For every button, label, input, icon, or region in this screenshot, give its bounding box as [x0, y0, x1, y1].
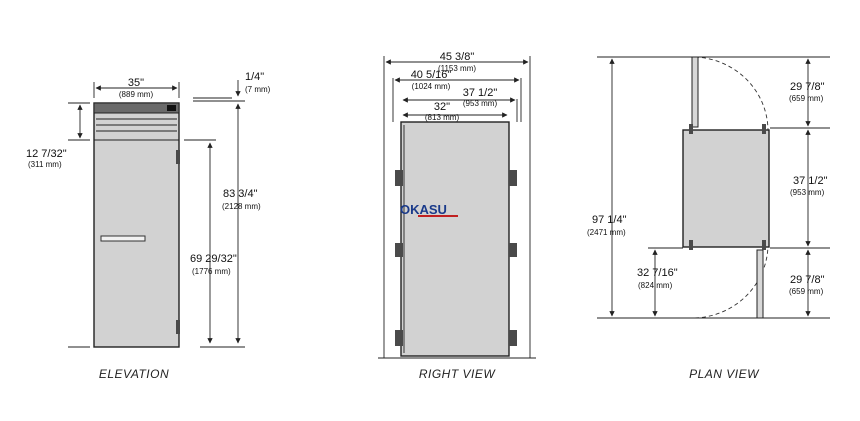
plan-view-caption: PLAN VIEW	[689, 367, 760, 381]
hinge-bottom	[176, 320, 180, 334]
right-hinge-2	[395, 243, 403, 257]
open-door-bottom	[756, 249, 764, 319]
elevation-cabinet	[93, 102, 180, 348]
plan-view: 97 1/4" (2471 mm) 29 7/8" (659 mm) 37 1/…	[587, 56, 830, 381]
plan-top-label: 29 7/8"	[790, 81, 825, 93]
right-hinge-1	[395, 170, 403, 186]
elevation-caption: ELEVATION	[99, 367, 169, 381]
elevation-top-label: 12 7/32"	[26, 148, 67, 160]
elevation-view: 35" (889 mm) 1/4" (7 mm) 12 7/32" (311 m…	[26, 71, 271, 381]
plan-hinge-3	[689, 240, 693, 250]
plan-mid-label: 37 1/2"	[793, 175, 828, 187]
right-view-cabinet	[400, 121, 510, 357]
plan-cabinet	[682, 129, 770, 248]
plan-bottom-label: 29 7/8"	[790, 274, 825, 286]
right-hinge-3	[395, 330, 403, 346]
right-depth2-mm: (1024 mm)	[412, 82, 451, 91]
plan-total-label: 97 1/4"	[592, 214, 627, 226]
plan-hinge-2	[762, 124, 766, 134]
right-depth3-label: 37 1/2"	[463, 87, 498, 99]
right-view-caption: RIGHT VIEW	[419, 367, 497, 381]
right-hinge-4	[509, 170, 517, 186]
plan-left-mm: (824 mm)	[638, 281, 673, 290]
elevation-total-height-mm: (2128 mm)	[222, 202, 261, 211]
right-depth4-mm: (813 mm)	[425, 113, 460, 122]
elevation-total-height-label: 83 3/4"	[223, 188, 258, 200]
right-depth4-label: 32"	[434, 101, 450, 113]
plan-mid-mm: (953 mm)	[790, 188, 825, 197]
elevation-door-height-label: 69 29/32"	[190, 253, 237, 265]
elevation-gap-mm: (7 mm)	[245, 85, 271, 94]
right-depth1-mm: (1153 mm)	[438, 64, 476, 73]
watermark-underline	[418, 215, 458, 217]
door-handle	[100, 235, 146, 242]
plan-bottom-mm: (659 mm)	[789, 287, 824, 296]
plan-hinge-1	[689, 124, 693, 134]
right-depth2-label: 40 5/16"	[411, 69, 452, 81]
right-hinge-6	[509, 330, 517, 346]
right-depth3-mm: (953 mm)	[463, 99, 498, 108]
elevation-header	[93, 102, 180, 114]
door-swing-arc-top	[694, 56, 769, 132]
plan-top-mm: (659 mm)	[789, 94, 824, 103]
plan-total-mm: (2471 mm)	[587, 228, 626, 237]
plan-left-label: 32 7/16"	[637, 267, 678, 279]
right-hinge-5	[509, 243, 517, 257]
right-depth1-label: 45 3/8"	[440, 51, 475, 63]
open-door-top	[691, 56, 699, 128]
elevation-control-panel	[167, 105, 176, 111]
plan-hinge-4	[762, 240, 766, 250]
elevation-gap-label: 1/4"	[245, 71, 264, 83]
hinge-top	[176, 150, 180, 164]
door-swing-arc-bottom	[694, 244, 769, 319]
elevation-top-mm: (311 mm)	[28, 160, 62, 169]
elevation-width-mm: (889 mm)	[119, 90, 154, 99]
elevation-width-label: 35"	[128, 77, 144, 89]
okasu-watermark: OKASU	[400, 202, 447, 217]
elevation-door-height-mm: (1776 mm)	[192, 267, 231, 276]
right-view: 45 3/8" (1153 mm) 40 5/16" (1024 mm) 37 …	[378, 51, 536, 381]
